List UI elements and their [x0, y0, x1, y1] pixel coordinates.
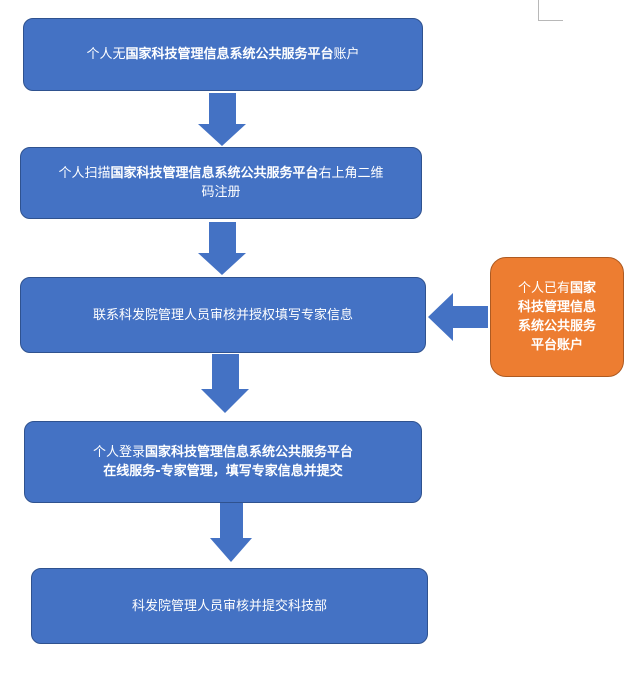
box-text-line: 码注册	[201, 183, 240, 202]
existing-account-box: 个人已有国家科技管理信息系统公共服务平台账户	[490, 257, 624, 377]
bold-text-run: 在线服务-专家管理，填写专家信息并提交	[103, 464, 343, 479]
text-run: 账户	[333, 47, 360, 62]
bold-text-run: 国家科技管理信息系统公共服务平台	[125, 47, 334, 62]
bold-text-run: 国家科技管理信息系统公共服务平台	[110, 166, 319, 181]
text-run: 个人已有	[517, 281, 570, 296]
box-text-line: 科发院管理人员审核并提交科技部	[132, 597, 327, 616]
page-corner-mark	[538, 0, 563, 21]
box-text-line: 个人已有国家	[518, 279, 596, 298]
down-arrow-step1-step2	[198, 93, 246, 146]
bold-text-run: 平台账户	[530, 338, 583, 353]
bold-text-run: 系统公共服务	[517, 319, 596, 334]
down-arrow-step4-step5	[210, 503, 252, 562]
step-2-box: 个人扫描国家科技管理信息系统公共服务平台右上角二维码注册	[20, 147, 422, 219]
down-arrow-step2-step3	[198, 222, 246, 275]
bold-text-run: 国家科技管理信息系统公共服务平台	[145, 445, 354, 460]
box-text-line: 联系科发院管理人员审核并授权填写专家信息	[93, 306, 353, 325]
bold-text-run: 国家	[570, 281, 597, 296]
step-5-box: 科发院管理人员审核并提交科技部	[31, 568, 428, 644]
box-text-line: 科技管理信息	[518, 298, 596, 317]
text-run: 科发院管理人员审核并提交科技部	[131, 598, 327, 614]
box-text-line: 个人扫描国家科技管理信息系统公共服务平台右上角二维	[58, 164, 383, 183]
box-text-line: 个人登录国家科技管理信息系统公共服务平台	[93, 443, 353, 462]
box-text-line: 系统公共服务	[518, 317, 596, 336]
box-text-line: 个人无国家科技管理信息系统公共服务平台账户	[86, 45, 359, 64]
text-run: 个人登录	[92, 445, 145, 460]
text-run: 联系科发院管理人员审核并授权填写专家信息	[92, 307, 353, 323]
text-run: 个人无	[86, 47, 126, 62]
step-3-box: 联系科发院管理人员审核并授权填写专家信息	[20, 277, 426, 353]
step-4-box: 个人登录国家科技管理信息系统公共服务平台在线服务-专家管理，填写专家信息并提交	[24, 421, 422, 503]
bold-text-run: 科技管理信息	[517, 300, 596, 315]
down-arrow-step3-step4	[201, 354, 249, 413]
step-1-box: 个人无国家科技管理信息系统公共服务平台账户	[23, 18, 423, 91]
text-run: 右上角二维	[318, 166, 384, 181]
text-run: 个人扫描	[58, 166, 111, 181]
box-text-line: 在线服务-专家管理，填写专家信息并提交	[103, 462, 342, 481]
box-text-line: 平台账户	[531, 336, 583, 355]
text-run: 码注册	[201, 185, 241, 200]
left-arrow-side-to-step3	[428, 293, 488, 341]
